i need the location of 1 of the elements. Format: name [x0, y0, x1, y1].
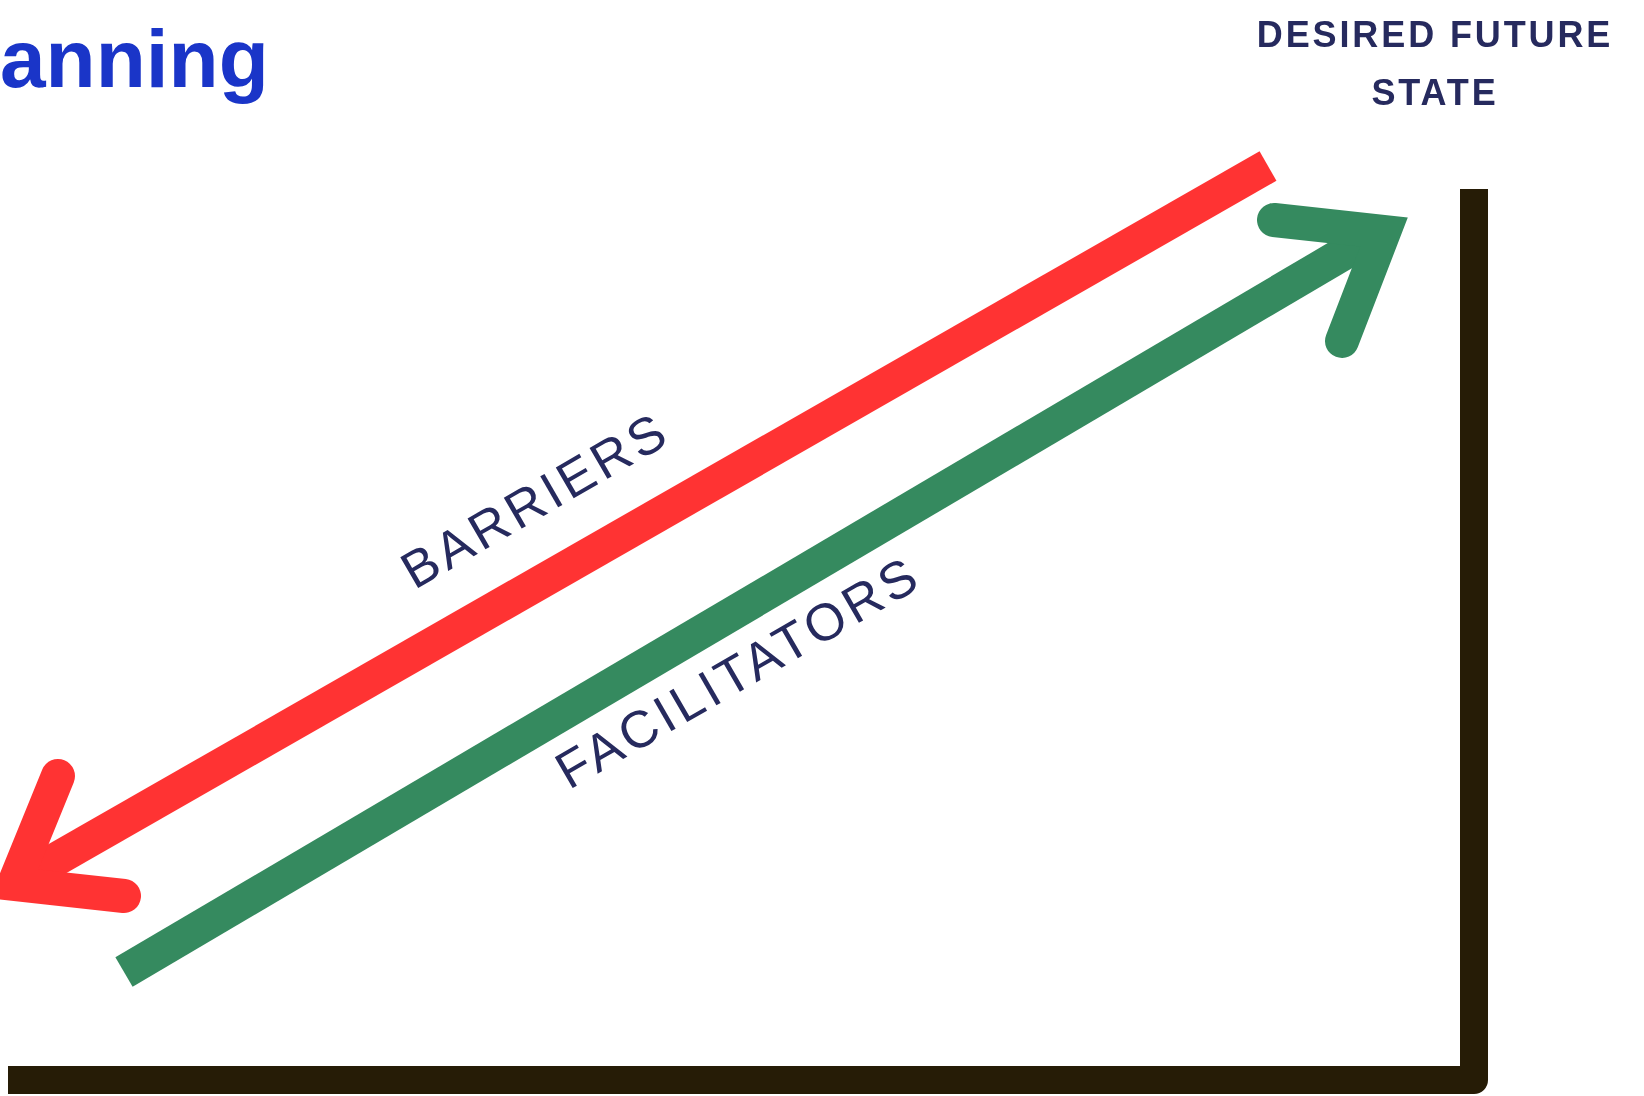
target-state-label: DESIRED FUTURE STATE	[1255, 13, 1615, 115]
